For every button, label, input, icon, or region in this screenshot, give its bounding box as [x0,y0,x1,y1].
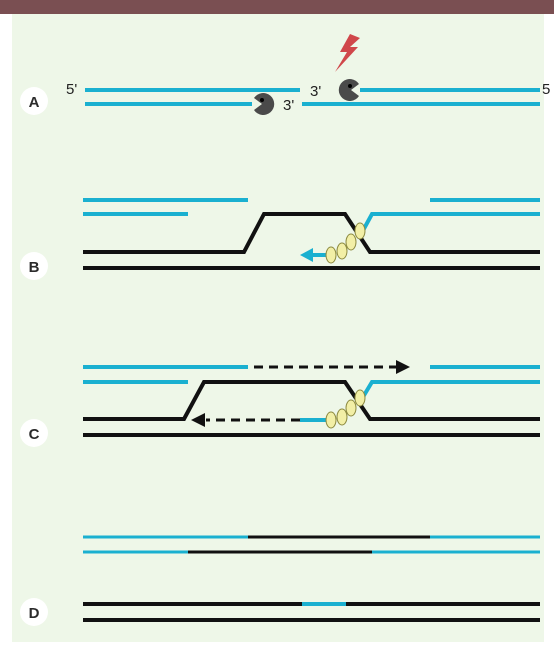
label-3prime-top: 3' [310,83,321,100]
template-strand-b-displaced [83,212,540,254]
pacman-nuclease-icon [338,79,359,101]
step-a-badge [20,87,48,115]
label-5prime-left: 5' [66,81,77,98]
arrowhead-c-right [396,360,410,374]
template-strand-c-displaced [83,380,540,421]
step-c-badge [20,419,48,447]
label-3prime-bottom: 3' [283,97,294,114]
panel-b: B [20,198,540,280]
strand-exchange-protein-cluster [325,389,366,429]
step-d-letter: D [29,605,40,622]
step-a-letter: A [29,94,40,111]
pacman-nuclease-icon [254,92,275,115]
strand-exchange-protein-cluster [325,222,366,264]
arrowhead-c-left [191,413,205,427]
step-c-letter: C [29,426,40,443]
label-5prime-right: 5 [542,81,550,98]
top-bar [0,0,554,14]
panel-c: C [20,360,540,447]
step-d-badge [20,598,48,626]
panel-a: A 5' 3' 3' 5 [20,34,550,115]
panel-d: D [20,535,540,626]
panel-background [12,14,544,642]
step-b-badge [20,252,48,280]
arrowhead-b [300,248,313,262]
step-b-letter: B [29,259,40,276]
lightning-bolt-icon [335,34,360,72]
